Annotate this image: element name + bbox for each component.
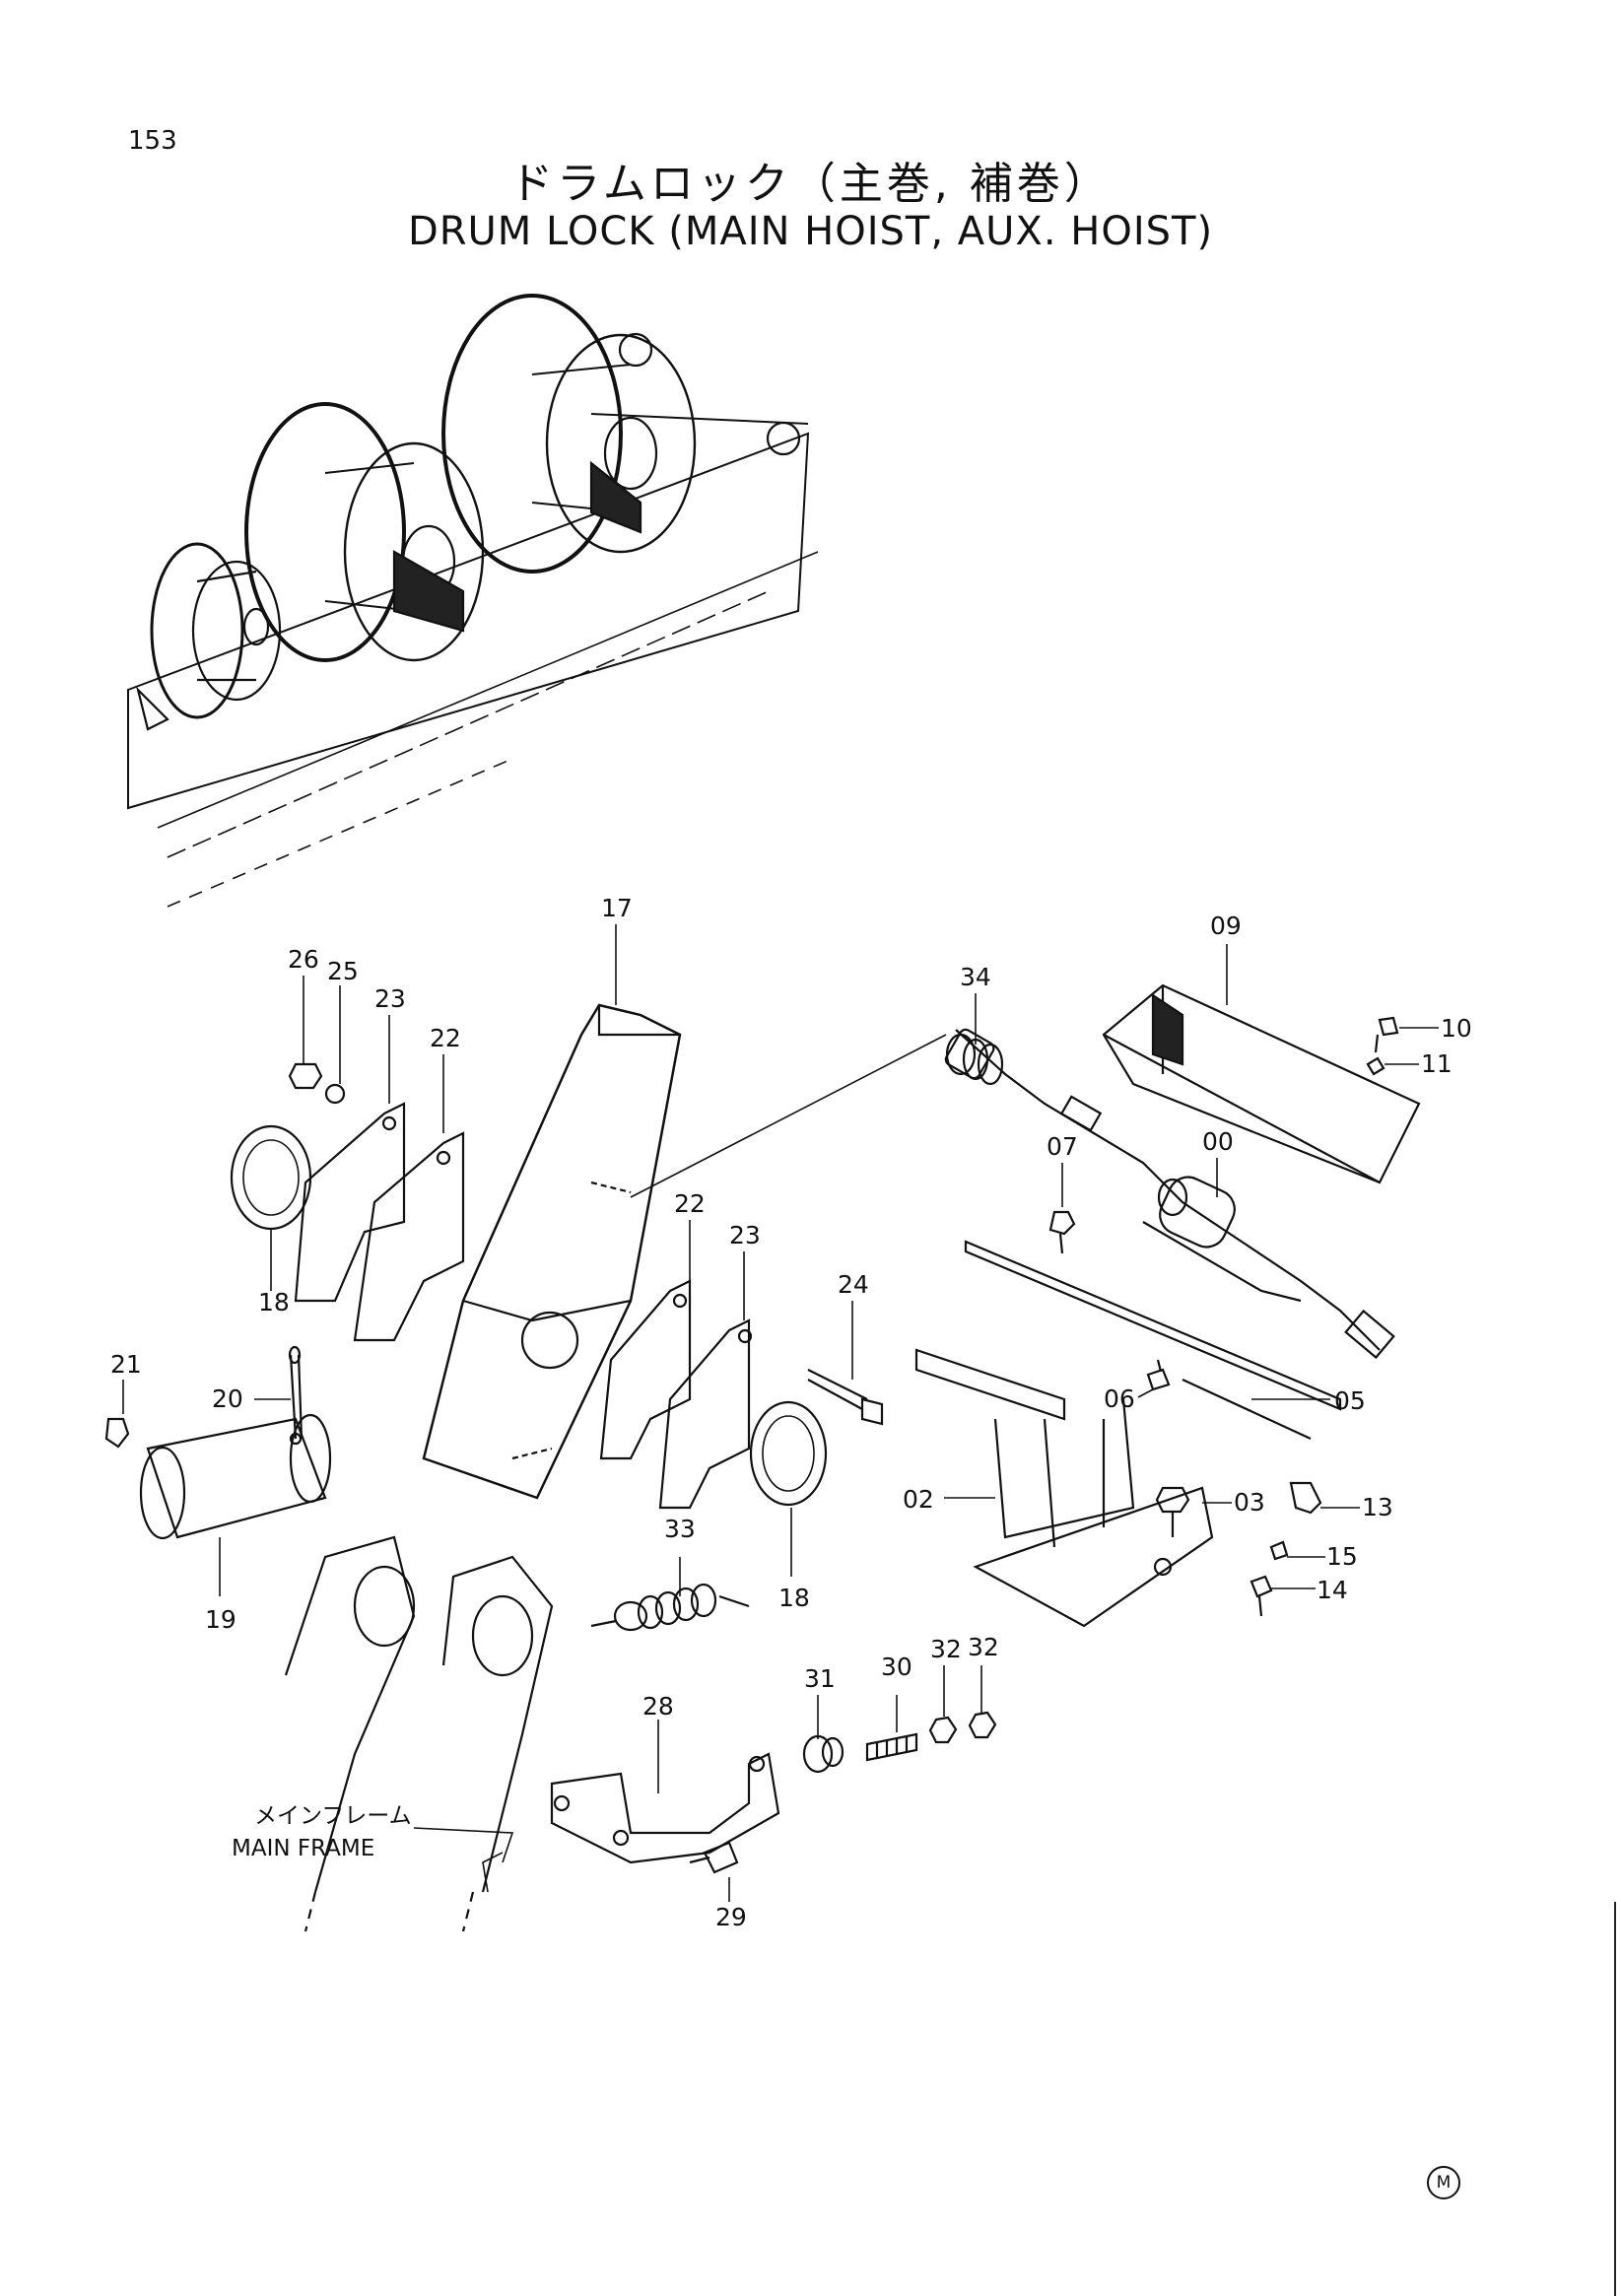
main-frame-label: メインフレーム MAIN FRAME [232,1803,412,1861]
page-number: 153 [128,126,177,156]
bolt-03 [1155,1486,1190,1537]
grease-fitting-21 [104,1417,130,1449]
title-english: DRUM LOCK (MAIN HOIST, AUX. HOIST) [407,209,1214,254]
callout-20: 20 [212,1384,243,1413]
leader-lines [122,924,1439,1902]
spring-34 [945,1033,1004,1086]
callout-32b: 32 [968,1633,999,1661]
callout-07: 07 [1047,1132,1078,1161]
callout-06: 06 [1104,1384,1135,1413]
callout-26: 26 [288,945,319,974]
plate-05 [964,1240,1342,1440]
callout-18b: 18 [778,1584,810,1612]
callout-15: 15 [1326,1542,1358,1571]
rubber-stopper-31 [802,1734,844,1774]
bushing-18-right [749,1400,828,1507]
solenoid-00 [1142,1176,1302,1303]
scan-edge-line [1614,1902,1616,2296]
callout-22: 22 [430,1024,461,1052]
callout-19: 19 [205,1605,236,1634]
callout-14: 14 [1317,1576,1348,1604]
callout-28: 28 [642,1692,674,1721]
bolt-07 [1048,1210,1076,1254]
bushing-18-left [230,1124,312,1231]
callout-03: 03 [1234,1488,1265,1517]
stopper-28 [550,1752,780,1864]
callout-30: 30 [881,1653,912,1681]
nut-32a [928,1716,958,1744]
main-frame-arms [284,1535,554,1932]
callout-21: 21 [110,1350,142,1379]
overview-illustration [127,294,819,908]
cable-assembly [630,1028,1395,1360]
callout-00: 00 [1202,1127,1234,1156]
callout-29: 29 [715,1903,747,1931]
cover-09 [1102,983,1421,1184]
washer-15 [1269,1540,1289,1561]
main-frame-label-jp: メインフレーム [254,1803,412,1829]
callout-23b: 23 [729,1221,761,1249]
bolt-29 [689,1841,739,1874]
callout-33: 33 [664,1515,696,1543]
spring-33 [590,1583,750,1632]
bolt-06 [1146,1359,1171,1391]
washer-11 [1366,1056,1385,1076]
callout-31: 31 [804,1664,836,1693]
callout-18a: 18 [258,1288,290,1317]
title-japanese: ドラムロック（主巻, 補巻） [509,159,1112,209]
callout-09: 09 [1210,912,1242,940]
callout-25: 25 [327,957,359,985]
callout-23: 23 [374,984,406,1013]
callout-24: 24 [838,1270,869,1299]
main-frame-label-en: MAIN FRAME [232,1836,374,1861]
callout-32a: 32 [930,1635,962,1663]
bracket-13 [1289,1481,1322,1515]
lock-lever-17 [422,1003,682,1500]
callouts: 17 09 26 25 23 22 34 10 11 07 00 18 22 2… [110,894,1472,1931]
bolt-24 [807,1369,884,1426]
bolt-10 [1374,1016,1399,1053]
bolt-14 [1250,1575,1273,1617]
cotter-pin-20 [288,1345,304,1440]
plates-22-23-left [294,1102,465,1342]
callout-22b: 22 [674,1189,706,1218]
washer-25 [324,1083,346,1105]
callout-11: 11 [1421,1049,1452,1078]
callout-05: 05 [1334,1386,1366,1415]
callout-02: 02 [903,1485,934,1514]
callout-13: 13 [1362,1493,1393,1521]
bracket-02 [914,1348,1214,1628]
manufacturer-mark: M [1427,2166,1460,2199]
plates-22-23-right [599,1279,753,1510]
nut-26 [288,1062,323,1090]
callout-10: 10 [1441,1014,1472,1043]
nut-32b [968,1711,997,1739]
callout-34: 34 [960,963,991,991]
bolt-30 [865,1732,918,1762]
callout-17: 17 [601,894,633,922]
